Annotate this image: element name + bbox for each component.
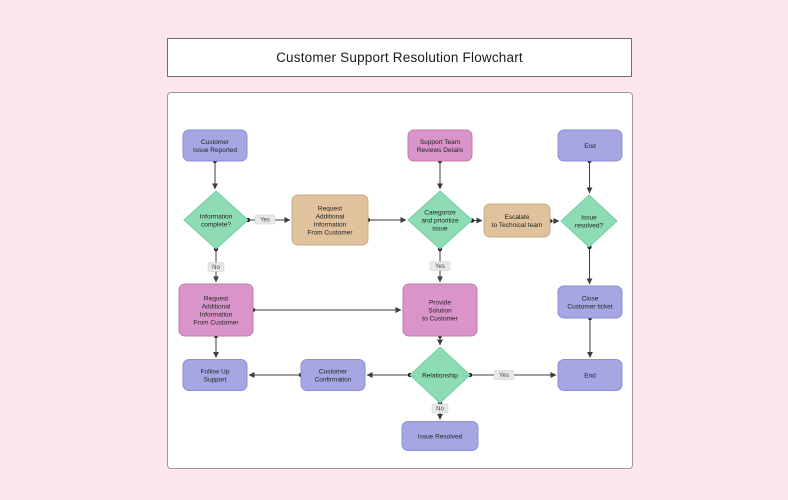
end-bottom-label: End [584, 372, 596, 379]
end-top-label: End [584, 143, 596, 150]
svg-text:No: No [212, 265, 220, 271]
edge-relationship-to-confirmation [366, 372, 413, 378]
edge-endtop-to-issueresolved [586, 158, 593, 194]
request-additional-info-pink-shape[interactable] [178, 283, 254, 337]
node-end-top[interactable]: End [557, 129, 623, 162]
edge-label-relationship-yes-endbottom: Yes [493, 370, 515, 380]
page-title: Customer Support Resolution Flowchart [276, 50, 523, 65]
node-relationship[interactable]: Relationship [409, 346, 471, 404]
categorize-prioritize-issue-shape[interactable] [407, 190, 473, 250]
relationship-shape[interactable] [409, 346, 471, 404]
relationship-label: Relationship [422, 372, 458, 379]
edge-reviews-to-categorize [437, 158, 443, 190]
edge-closeticket-to-endbottom [587, 315, 593, 358]
escalate-technical-team-shape[interactable] [483, 203, 551, 238]
edge-label-relationship-no-issueresolved: No [431, 403, 449, 414]
request-additional-info-tan-shape[interactable] [291, 194, 369, 246]
edge-issueresolved-to-closeticket [586, 244, 593, 285]
information-complete-shape[interactable] [183, 190, 249, 250]
node-issue-resolved[interactable]: Issue Resolved [401, 421, 479, 451]
edge-label-categorize-yes-solution: Yes [429, 261, 451, 271]
issue-resolved-shape[interactable] [401, 421, 479, 451]
edge-confirmation-to-followup [248, 372, 304, 378]
customer-issue-reported-shape[interactable] [182, 129, 248, 162]
end-top-shape[interactable] [557, 129, 623, 162]
support-team-reviews-details-shape[interactable] [407, 129, 473, 162]
provide-solution-customer-shape[interactable] [402, 283, 478, 337]
customer-confirmation-shape[interactable] [300, 359, 366, 391]
end-bottom-shape[interactable] [557, 359, 623, 391]
edge-requestpink-to-followup [213, 333, 219, 358]
edge-requestpink-to-solution [250, 307, 402, 313]
follow-up-support-shape[interactable] [182, 359, 248, 391]
edge-issue-to-infocomplete [212, 158, 218, 190]
issue-resolved-label: Issue Resolved [418, 433, 463, 440]
edge-label-infocomplete-no-request: No [207, 262, 225, 272]
svg-text:No: No [436, 407, 444, 413]
node-end-bottom[interactable]: End [557, 359, 623, 391]
edge-requesttan-to-categorize [365, 217, 407, 223]
svg-text:Yes: Yes [435, 264, 445, 270]
edge-label-infocomplete-yes-request: Yes [254, 214, 276, 225]
close-customer-ticket-shape[interactable] [557, 285, 623, 319]
svg-text:Yes: Yes [499, 373, 509, 379]
svg-text:Yes: Yes [260, 218, 270, 224]
edges-layer [212, 158, 593, 420]
title-card: Customer Support Resolution Flowchart [167, 38, 632, 77]
issue-resolved-question-shape[interactable] [560, 194, 618, 248]
